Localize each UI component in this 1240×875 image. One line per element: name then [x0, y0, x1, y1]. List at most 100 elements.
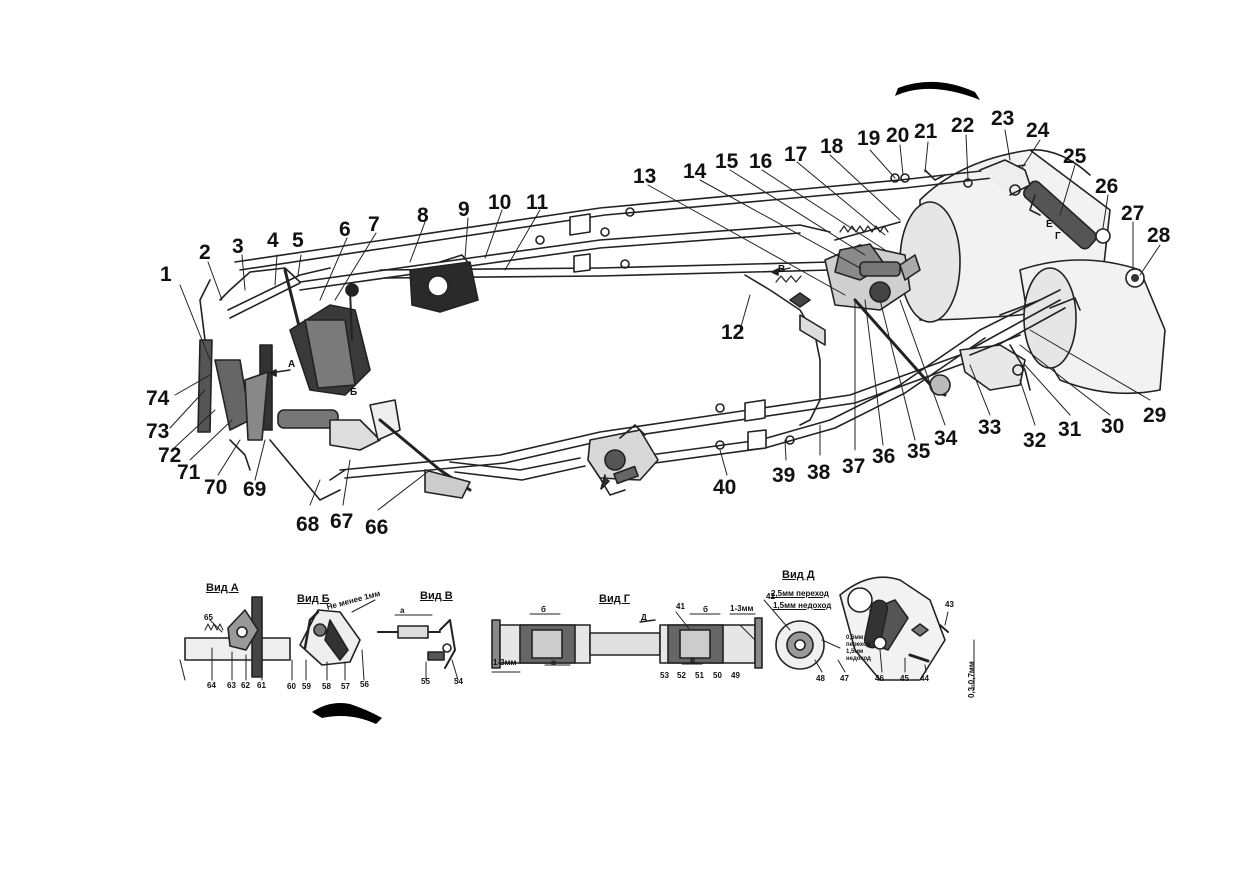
label-20: 20	[886, 124, 910, 147]
label-51: 51	[695, 671, 704, 680]
label-64: 64	[207, 681, 216, 690]
label-30: 30	[1101, 415, 1125, 438]
brake-valve-assembly	[824, 221, 951, 397]
label-36: 36	[872, 445, 896, 468]
annotation-small-2: переход	[846, 642, 871, 648]
label-72: 72	[158, 444, 182, 467]
label-60: 60	[287, 682, 296, 691]
label-9: 9	[458, 198, 470, 221]
view-b-drawing	[291, 599, 376, 681]
detail-letter-v2: в	[690, 656, 695, 665]
label-65: 65	[204, 613, 213, 622]
label-45: 45	[900, 674, 909, 683]
label-54: 54	[454, 677, 463, 686]
label-67: 67	[330, 510, 354, 533]
label-11: 11	[526, 191, 549, 214]
callout-b: Б	[350, 387, 358, 398]
label-46: 46	[875, 674, 884, 683]
label-50: 50	[713, 671, 722, 680]
label-24: 24	[1026, 119, 1050, 142]
callout-g: Г	[1055, 231, 1061, 242]
label-22: 22	[951, 114, 975, 137]
label-56: 56	[360, 680, 369, 689]
view-v-title: Вид В	[420, 590, 453, 602]
label-57: 57	[341, 682, 350, 691]
label-39: 39	[772, 464, 796, 487]
rear-brake-drum-lower	[1019, 259, 1166, 395]
callout-v: В	[778, 264, 786, 275]
callout-a: А	[288, 359, 296, 370]
label-69: 69	[243, 478, 267, 501]
label-2: 2	[199, 241, 211, 264]
view-a-drawing	[179, 596, 291, 681]
rear-right-linkage	[959, 289, 1081, 391]
view-v-drawing	[377, 614, 459, 681]
label-53: 53	[660, 671, 669, 680]
park-brake-bracket-9	[409, 254, 479, 313]
label-27: 27	[1121, 202, 1145, 225]
label-71: 71	[177, 461, 201, 484]
detail-letter-b1: б	[541, 605, 546, 614]
leader-lines	[169, 129, 1161, 511]
scan-mark-bottom	[312, 703, 382, 724]
label-25: 25	[1063, 145, 1087, 168]
rear-upper-linkage	[890, 159, 1041, 216]
view-d-drawing	[763, 576, 975, 691]
annotation-small-4: недоход	[846, 656, 871, 662]
label-52: 52	[677, 671, 686, 680]
label-29: 29	[1143, 404, 1167, 427]
label-35: 35	[907, 440, 931, 463]
label-58: 58	[322, 682, 331, 691]
label-32: 32	[1023, 429, 1047, 452]
annotation-undertravel: 1,5мм недоход	[773, 601, 832, 610]
label-19: 19	[857, 127, 881, 150]
detail-letter-d: Д	[641, 613, 647, 622]
lower-center-pedal	[587, 424, 659, 496]
detail-letter-b2: б	[703, 605, 708, 614]
label-49: 49	[731, 671, 740, 680]
label-12: 12	[721, 321, 745, 344]
label-63: 63	[227, 681, 236, 690]
cabin-controls	[197, 267, 472, 501]
label-21: 21	[914, 120, 938, 143]
label-6: 6	[339, 218, 351, 241]
label-28: 28	[1147, 224, 1171, 247]
view-d-title: Вид Д	[782, 569, 815, 581]
label-44: 44	[920, 674, 929, 683]
label-59: 59	[302, 682, 311, 691]
detail-letter-v1: в	[551, 658, 556, 667]
label-26: 26	[1095, 175, 1119, 198]
label-4: 4	[267, 229, 279, 252]
label-7: 7	[368, 213, 380, 236]
annotation-gap-right: 1-3мм	[730, 604, 754, 613]
linkage-12	[744, 274, 826, 426]
label-55: 55	[421, 677, 430, 686]
label-37: 37	[842, 455, 866, 478]
label-47: 47	[840, 674, 849, 683]
label-41: 41	[676, 602, 685, 611]
label-23: 23	[991, 107, 1015, 130]
scan-mark-top	[895, 81, 980, 100]
label-68: 68	[296, 513, 320, 536]
callout-e: Е	[1046, 219, 1053, 230]
label-18: 18	[820, 135, 844, 158]
label-10: 10	[488, 191, 512, 214]
label-33: 33	[978, 416, 1002, 439]
label-43: 43	[945, 600, 954, 609]
label-34: 34	[934, 427, 958, 450]
label-66: 66	[365, 516, 389, 539]
label-13: 13	[633, 165, 657, 188]
label-48: 48	[816, 674, 825, 683]
view-g-drawing	[491, 611, 763, 673]
label-3: 3	[232, 235, 244, 258]
label-74: 74	[146, 387, 170, 410]
label-1: 1	[160, 263, 172, 286]
lower-rods	[339, 299, 1066, 481]
detail-letter-a: а	[400, 606, 405, 615]
view-b-title: Вид Б	[297, 593, 330, 605]
label-16: 16	[749, 150, 773, 173]
label-62: 62	[241, 681, 250, 690]
label-38: 38	[807, 461, 831, 484]
annotation-overtravel: 2,5мм переход	[771, 589, 829, 598]
